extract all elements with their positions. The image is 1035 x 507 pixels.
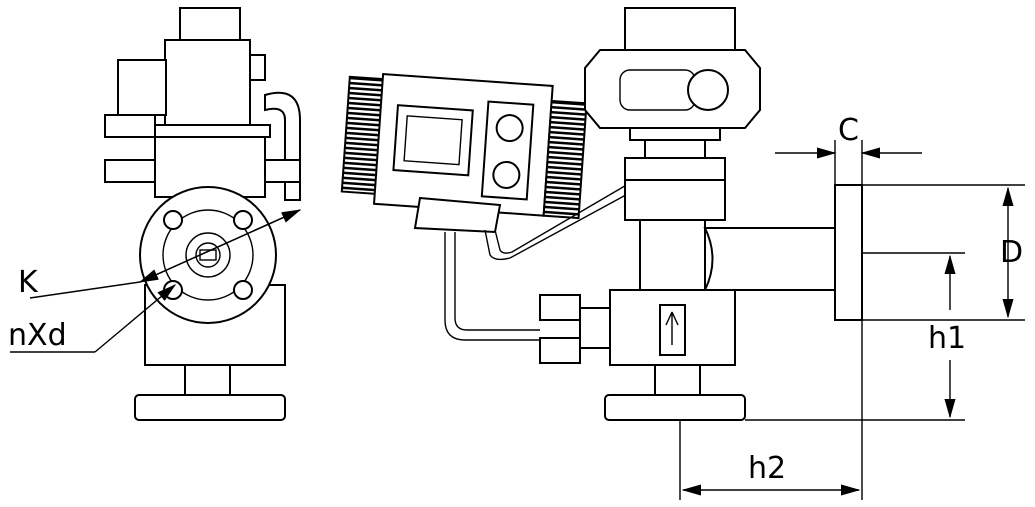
side-view-valve bbox=[539, 7, 863, 421]
label-c: C bbox=[838, 113, 859, 148]
label-h2: h2 bbox=[748, 451, 786, 486]
label-k: K bbox=[18, 265, 39, 300]
label-h1: h1 bbox=[928, 321, 966, 356]
dimension-lines bbox=[679, 140, 1025, 500]
front-view-valve bbox=[10, 7, 302, 421]
label-d: D bbox=[1000, 235, 1023, 270]
label-nxd: nXd bbox=[8, 318, 67, 353]
transmitter-housing bbox=[340, 73, 636, 341]
